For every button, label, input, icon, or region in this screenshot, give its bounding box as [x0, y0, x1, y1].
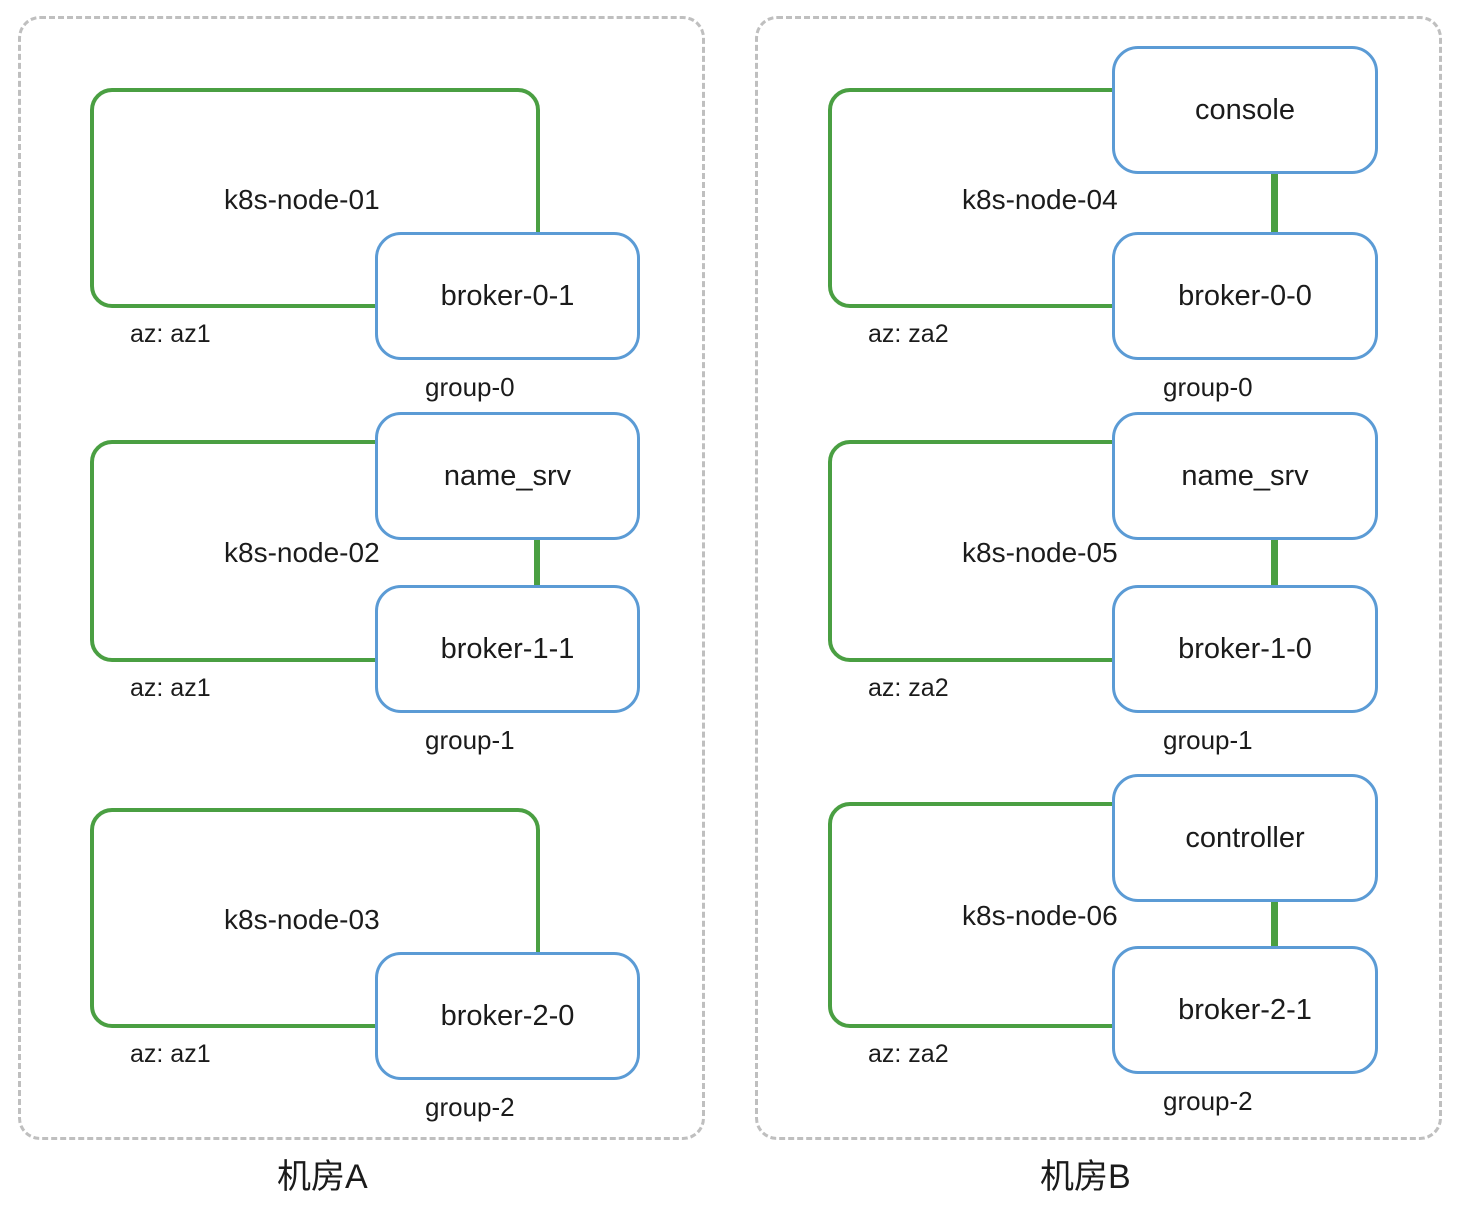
pod-broker-1-0[interactable]: broker-1-0 — [1112, 585, 1378, 713]
group-label-a-2: group-2 — [425, 1092, 515, 1122]
pod-broker-2-1-label: broker-2-1 — [1178, 993, 1312, 1026]
pod-broker-1-1[interactable]: broker-1-1 — [375, 585, 640, 713]
pod-console-label: console — [1195, 93, 1295, 126]
group-label-a-1: group-1 — [425, 725, 515, 755]
k8s-node-03-az-label: az: az1 — [130, 1040, 211, 1068]
pod-name-srv-b[interactable]: name_srv — [1112, 412, 1378, 540]
pod-controller-label: controller — [1185, 821, 1305, 854]
pod-broker-2-1[interactable]: broker-2-1 — [1112, 946, 1378, 1074]
pod-broker-0-1-label: broker-0-1 — [440, 279, 575, 312]
k8s-node-04-az-label: az: za2 — [868, 320, 949, 348]
pod-broker-0-1[interactable]: broker-0-1 — [375, 232, 640, 360]
k8s-node-02-label: k8s-node-02 — [224, 537, 380, 568]
connector-name-srv-broker-1-0 — [1271, 530, 1275, 592]
group-label-b-2: group-2 — [1163, 1086, 1253, 1116]
pod-name-srv-a-label: name_srv — [443, 459, 572, 492]
datacenter-b-title: 机房B — [1040, 1158, 1131, 1196]
pod-broker-2-0-label: broker-2-0 — [440, 999, 575, 1032]
connector-console-broker-0-0 — [1271, 166, 1275, 238]
k8s-node-04-label: k8s-node-04 — [962, 184, 1118, 215]
pod-broker-0-0[interactable]: broker-0-0 — [1112, 232, 1378, 360]
datacenter-panel-b — [755, 16, 1442, 1140]
connector-controller-broker-2-1 — [1271, 888, 1275, 960]
k8s-node-05-az-label: az: za2 — [868, 674, 949, 702]
k8s-node-01-az-label: az: az1 — [130, 320, 211, 348]
connector-name-srv-broker-1-1 — [534, 530, 538, 592]
k8s-node-01-label: k8s-node-01 — [224, 184, 380, 215]
k8s-node-06-label: k8s-node-06 — [962, 900, 1118, 931]
k8s-node-02-az-label: az: az1 — [130, 674, 211, 702]
pod-controller[interactable]: controller — [1112, 774, 1378, 902]
pod-name-srv-b-label: name_srv — [1181, 459, 1309, 492]
pod-broker-2-0[interactable]: broker-2-0 — [375, 952, 640, 1080]
pod-name-srv-a[interactable]: name_srv — [375, 412, 640, 540]
k8s-node-06-az-label: az: za2 — [868, 1040, 949, 1068]
k8s-node-03-label: k8s-node-03 — [224, 904, 380, 935]
pod-broker-0-0-label: broker-0-0 — [1178, 279, 1312, 312]
pod-console[interactable]: console — [1112, 46, 1378, 174]
pod-broker-1-0-label: broker-1-0 — [1178, 632, 1312, 665]
pod-broker-1-1-label: broker-1-1 — [440, 632, 575, 665]
group-label-a-0: group-0 — [425, 372, 515, 402]
datacenter-a-title: 机房A — [277, 1158, 368, 1196]
datacenter-panel-a — [18, 16, 705, 1140]
group-label-b-1: group-1 — [1163, 725, 1253, 755]
group-label-b-0: group-0 — [1163, 372, 1253, 402]
k8s-node-05-label: k8s-node-05 — [962, 537, 1118, 568]
